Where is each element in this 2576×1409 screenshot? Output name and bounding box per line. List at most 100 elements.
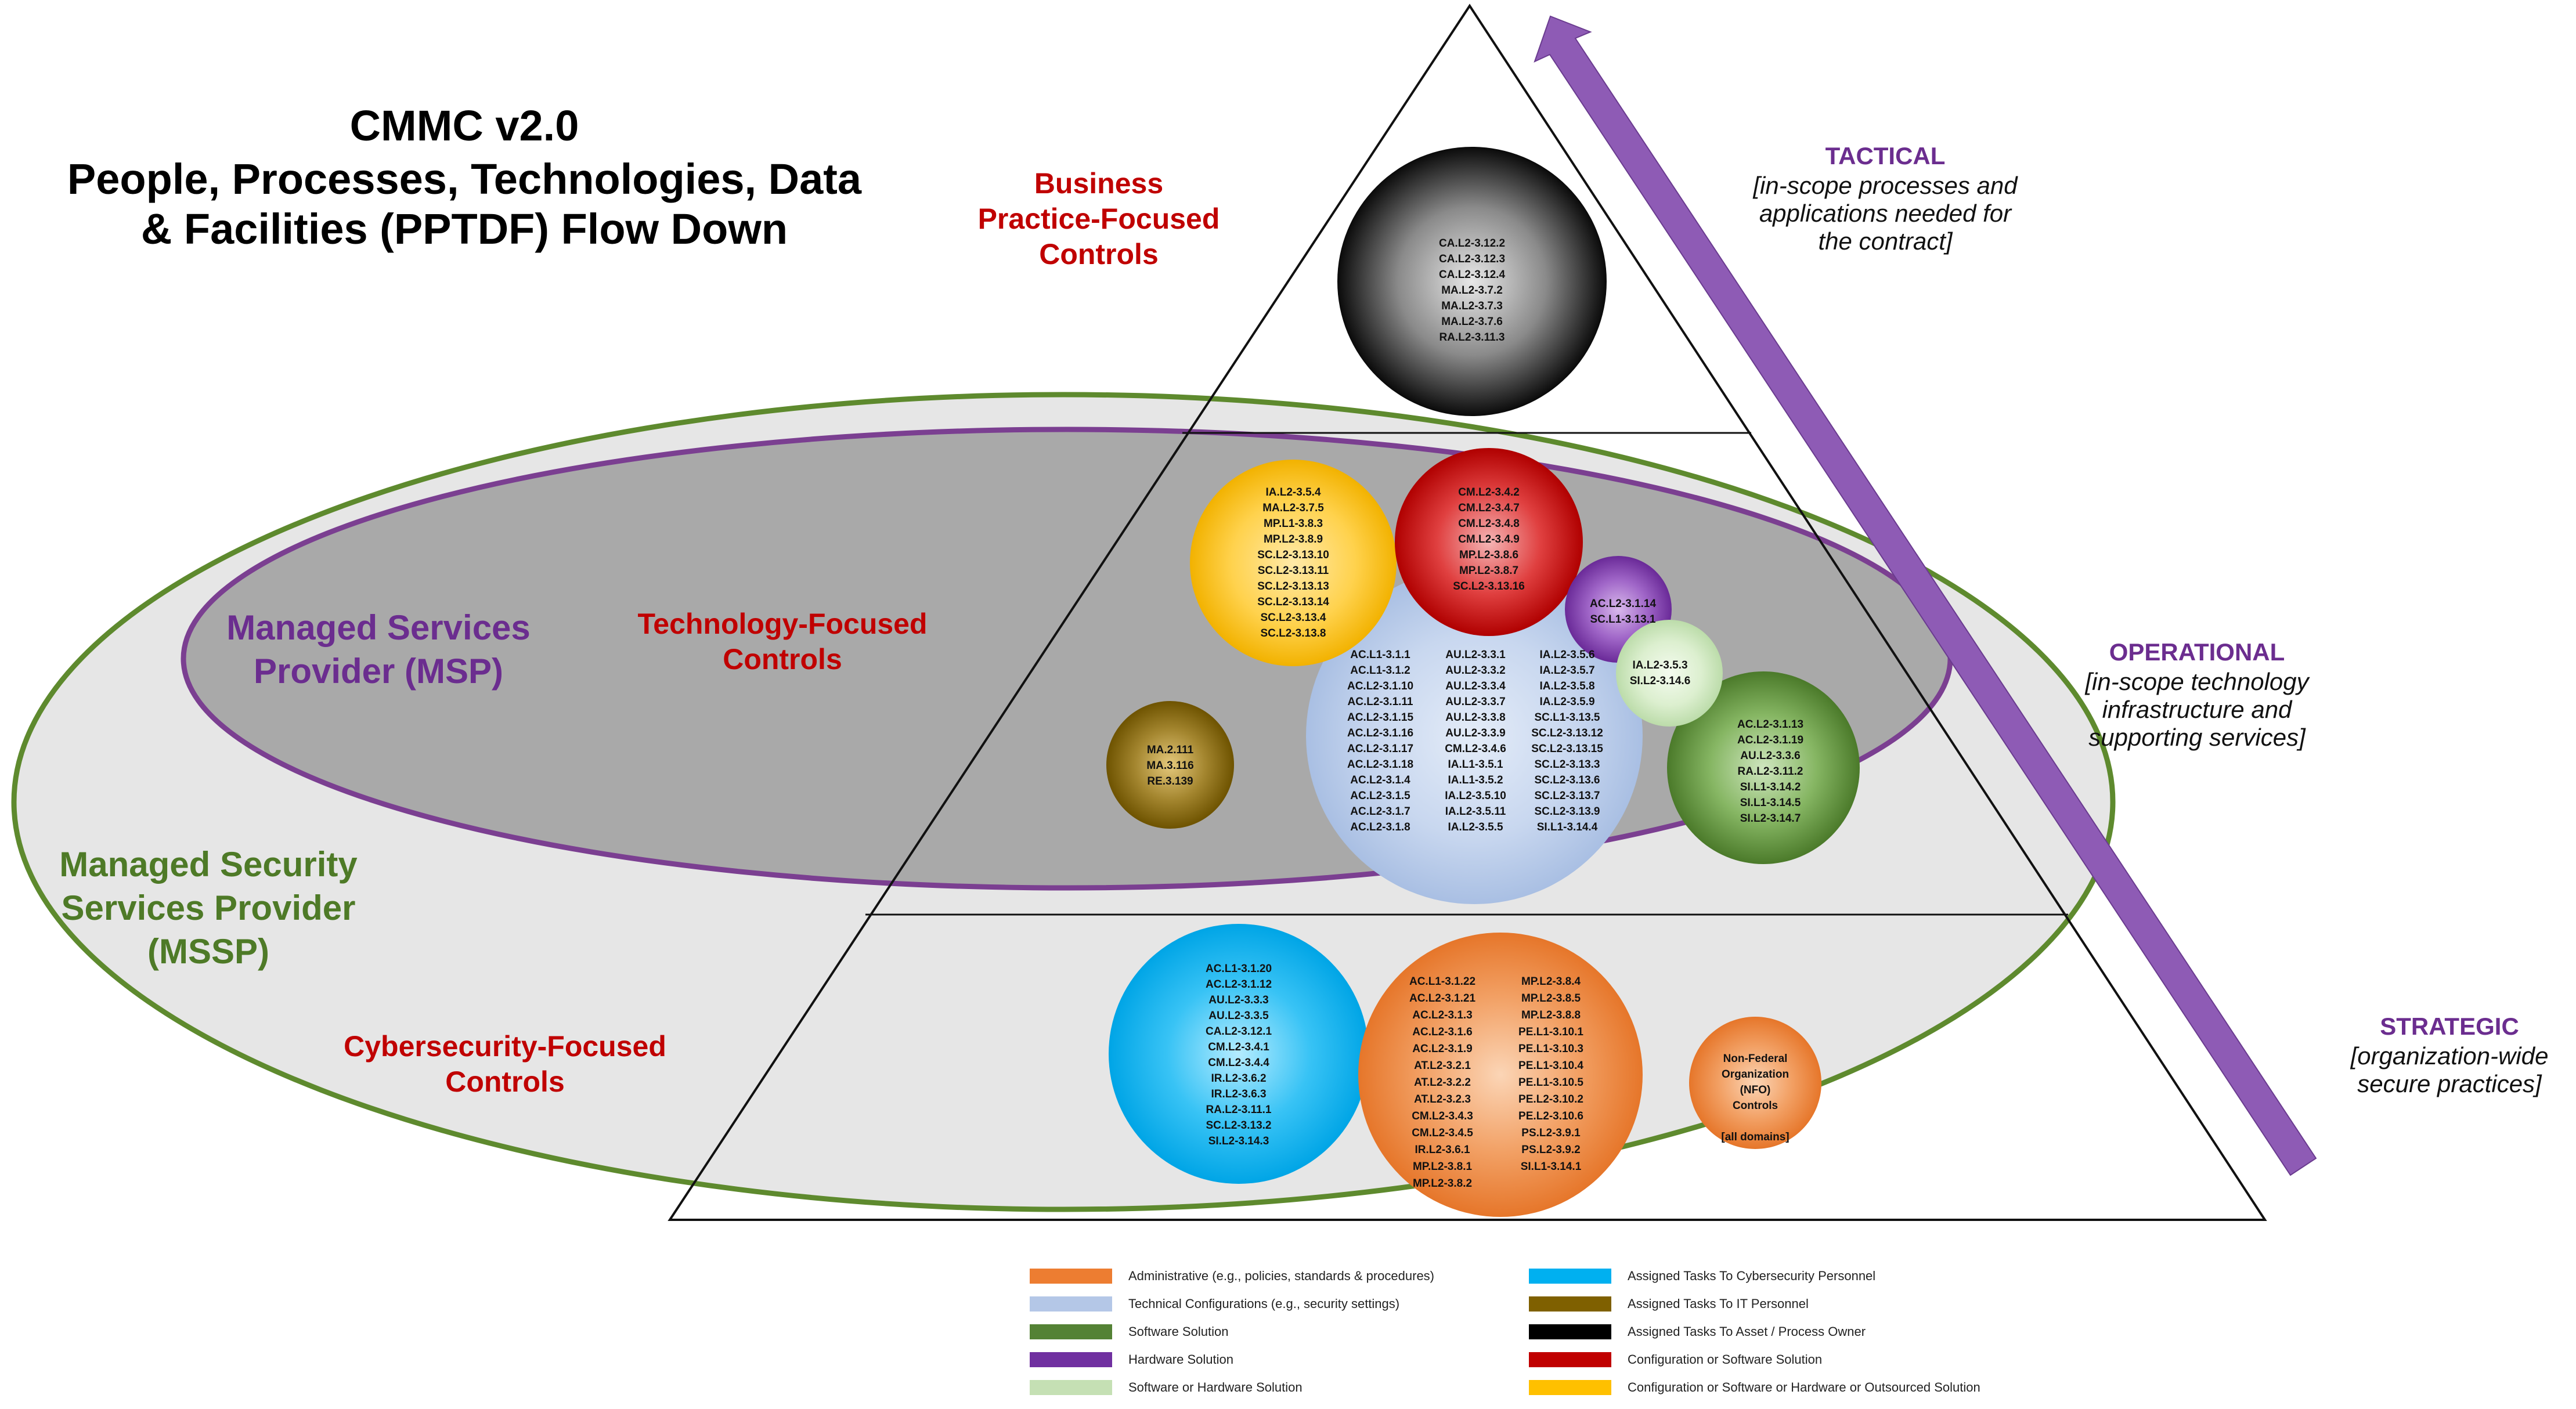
bubble-sw-or-hw [1616, 620, 1723, 727]
mssp-label-line-2: Services Provider [62, 888, 356, 927]
control-id-orange: AT.L2-3.2.1 [1414, 1060, 1471, 1072]
pyramid-outline [668, 3, 2267, 1221]
legend-swatch [1030, 1352, 1112, 1367]
control-id-blue: AC.L1-3.1.1 [1350, 649, 1410, 661]
control-id-blue: AU.L2-3.3.1 [1445, 649, 1506, 661]
control-id-orange: PE.L1-3.10.4 [1518, 1060, 1583, 1072]
control-id-blue: IA.L2-3.5.9 [1539, 696, 1594, 708]
control-id-blue: AU.L2-3.3.2 [1445, 664, 1505, 677]
bubble-config-or-outsourced [1190, 460, 1397, 666]
control-id-red: MP.L2-3.8.6 [1459, 549, 1518, 561]
control-id-yellow: IA.L2-3.5.4 [1265, 486, 1321, 498]
legend-swatch [1529, 1296, 1611, 1312]
zone-technology-line-2: Controls [723, 643, 842, 675]
control-id-orange: PE.L1-3.10.1 [1518, 1026, 1583, 1038]
bubble-control-lists: CA.L2-3.12.2CA.L2-3.12.3CA.L2-3.12.4MA.L… [1146, 237, 1803, 1190]
control-id-blue: IA.L2-3.5.7 [1539, 664, 1594, 677]
control-id-cyan: IR.L2-3.6.2 [1211, 1072, 1266, 1085]
bubble-administrative [1358, 933, 1643, 1217]
control-id-blue: AC.L2-3.1.10 [1347, 680, 1413, 692]
legend-swatch [1030, 1324, 1112, 1339]
control-id-yellow: SC.L2-3.13.8 [1261, 627, 1326, 640]
control-id-blue: AC.L2-3.1.11 [1348, 696, 1413, 708]
control-id-blue: SC.L1-3.13.5 [1535, 711, 1600, 724]
operational-heading: OPERATIONAL [2109, 638, 2285, 666]
control-id-yellow: SC.L2-3.13.4 [1261, 612, 1326, 624]
control-id-black: RA.L2-3.11.3 [1439, 331, 1505, 344]
control-id-nfo: [all domains] [1721, 1131, 1789, 1143]
control-id-red: CM.L2-3.4.7 [1458, 502, 1520, 514]
control-id-yellow: SC.L2-3.13.14 [1257, 596, 1329, 608]
control-id-blue: AC.L2-3.1.17 [1347, 743, 1413, 755]
control-id-blue: SC.L2-3.13.9 [1535, 805, 1600, 818]
control-id-nfo: Controls [1733, 1100, 1778, 1112]
scope-arrow [1534, 15, 2317, 1176]
control-id-lightgreen: IA.L2-3.5.3 [1632, 659, 1687, 671]
control-id-orange: SI.L1-3.14.1 [1521, 1161, 1582, 1173]
control-id-blue: SC.L2-3.13.15 [1531, 743, 1603, 755]
bubble-nfo [1689, 1017, 1821, 1149]
control-id-blue: AC.L2-3.1.8 [1350, 821, 1410, 833]
msp-label-line-2: Provider (MSP) [254, 652, 503, 691]
control-id-green: SI.L1-3.14.2 [1740, 781, 1801, 793]
zone-business-line-3: Controls [1039, 238, 1159, 270]
msp-label-line-1: Managed Services [226, 608, 531, 647]
strategic-heading: STRATEGIC [2380, 1013, 2519, 1040]
zone-cyber-line-2: Controls [445, 1065, 565, 1098]
strategic-line-1: [organization-wide [2350, 1042, 2549, 1070]
control-id-black: MA.L2-3.7.2 [1441, 284, 1503, 297]
control-id-green: AU.L2-3.3.6 [1740, 750, 1800, 762]
legend-label: Software Solution [1128, 1324, 1228, 1339]
operational-line-1: [in-scope technology [2084, 668, 2310, 695]
control-id-brown: MA.2.111 [1147, 744, 1194, 756]
control-id-orange: CM.L2-3.4.5 [1412, 1127, 1473, 1139]
control-id-orange: PE.L2-3.10.6 [1518, 1110, 1583, 1122]
control-id-orange: AC.L1-3.1.22 [1409, 976, 1475, 988]
control-id-orange: MP.L2-3.8.5 [1521, 992, 1581, 1005]
strategic-line-2: secure practices] [2357, 1070, 2542, 1097]
control-id-cyan: SI.L2-3.14.3 [1208, 1135, 1269, 1147]
control-id-blue: AU.L2-3.3.4 [1445, 680, 1506, 692]
control-id-nfo: Organization [1722, 1068, 1789, 1081]
control-id-red: CM.L2-3.4.8 [1458, 518, 1520, 530]
control-id-red: CM.L2-3.4.2 [1458, 486, 1520, 498]
control-id-yellow: MA.L2-3.7.5 [1262, 502, 1324, 514]
control-id-cyan: IR.L2-3.6.3 [1211, 1088, 1266, 1100]
legend-swatch [1030, 1296, 1112, 1312]
tactical-line-1: [in-scope processes and [1752, 172, 2018, 199]
control-id-blue: SI.L1-3.14.4 [1537, 821, 1598, 833]
control-id-yellow: SC.L2-3.13.10 [1257, 549, 1329, 561]
control-id-orange: PS.L2-3.9.1 [1521, 1127, 1581, 1139]
control-id-blue: SC.L2-3.13.7 [1535, 790, 1600, 802]
control-id-blue: IA.L2-3.5.6 [1539, 649, 1594, 661]
control-id-green: SI.L2-3.14.7 [1740, 812, 1801, 825]
control-id-orange: PS.L2-3.9.2 [1521, 1144, 1580, 1156]
legend-label: Assigned Tasks To Cybersecurity Personne… [1628, 1269, 1875, 1283]
bubble-technical-config [1306, 568, 1643, 904]
control-id-blue: AC.L2-3.1.7 [1350, 805, 1410, 818]
legend-swatch [1030, 1269, 1112, 1284]
control-id-blue: IA.L2-3.5.11 [1445, 805, 1506, 818]
legend-label: Hardware Solution [1128, 1352, 1233, 1367]
bubble-it-personnel [1106, 701, 1234, 829]
legend-label: Technical Configurations (e.g., security… [1128, 1296, 1399, 1311]
operational-line-3: supporting services] [2088, 724, 2306, 751]
control-id-blue: IA.L2-3.5.10 [1445, 790, 1506, 802]
bubble-cyber-personnel [1109, 924, 1369, 1184]
control-id-cyan: SC.L2-3.13.2 [1206, 1119, 1272, 1132]
legend-swatch [1529, 1352, 1611, 1367]
legend-label: Assigned Tasks To Asset / Process Owner [1628, 1324, 1866, 1339]
legend-label: Software or Hardware Solution [1128, 1380, 1303, 1394]
control-id-yellow: MP.L1-3.8.3 [1264, 518, 1323, 530]
control-id-black: CA.L2-3.12.4 [1439, 269, 1505, 281]
control-id-green: RA.L2-3.11.2 [1738, 765, 1803, 778]
control-id-red: CM.L2-3.4.9 [1458, 533, 1520, 545]
control-id-orange: MP.L2-3.8.4 [1521, 976, 1581, 988]
control-id-blue: CM.L2-3.4.6 [1445, 743, 1506, 755]
mssp-label-line-1: Managed Security [59, 845, 358, 884]
control-id-purple: AC.L2-3.1.14 [1590, 598, 1656, 610]
control-id-blue: AC.L2-3.1.16 [1347, 727, 1413, 739]
bubble-asset-owner [1337, 147, 1607, 416]
